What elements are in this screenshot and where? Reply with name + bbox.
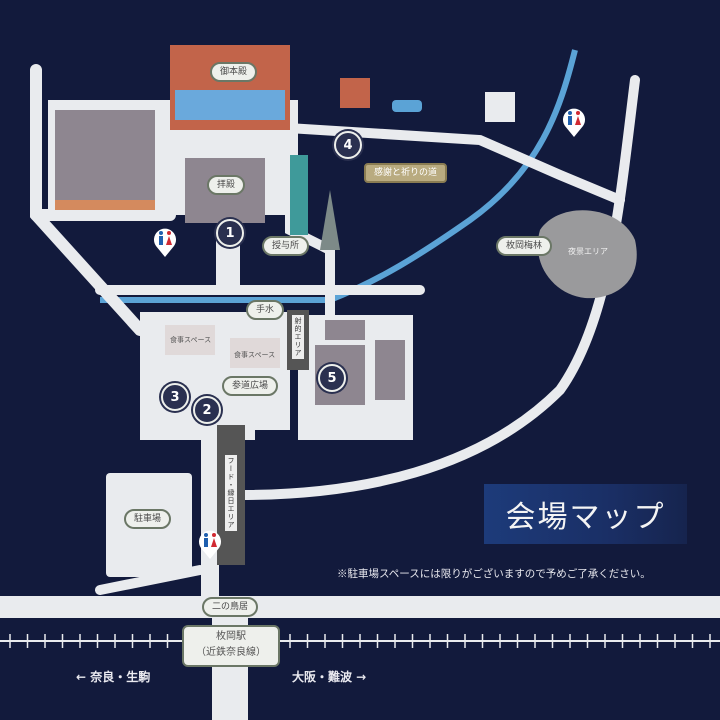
left-building-base bbox=[55, 200, 155, 210]
tree bbox=[320, 190, 340, 250]
teal-tower bbox=[290, 155, 308, 235]
marker-4[interactable]: 4 bbox=[334, 131, 362, 159]
path-label: 感謝と祈りの道 bbox=[364, 163, 448, 183]
night-view-label: 夜景エリア bbox=[568, 247, 608, 256]
ni-no-torii-label: 二の鳥居 bbox=[202, 597, 259, 617]
dining-space-2-area bbox=[230, 338, 280, 368]
dining-space-1-label: 食事スペース bbox=[170, 336, 212, 344]
dining-space-1-area bbox=[165, 325, 215, 355]
east-shrine bbox=[485, 92, 515, 122]
marker-2[interactable]: 2 bbox=[193, 396, 221, 424]
parking-label: 駐車場 bbox=[124, 509, 172, 529]
toilet-icon[interactable] bbox=[197, 528, 223, 560]
station-line: （近鉄奈良線） bbox=[196, 647, 266, 658]
sando-plaza-label: 参道広場 bbox=[222, 376, 279, 396]
haiden-label: 拝殿 bbox=[207, 175, 246, 195]
toilet-icon[interactable] bbox=[152, 226, 178, 258]
dining-space-2-label: 食事スペース bbox=[234, 351, 276, 359]
marker-1[interactable]: 1 bbox=[216, 219, 244, 247]
small-shrine bbox=[340, 78, 370, 108]
direction-west: ← 奈良・生駒 bbox=[76, 670, 151, 684]
juyosho-label: 授与所 bbox=[262, 236, 310, 256]
left-building bbox=[55, 110, 155, 200]
marker-5[interactable]: 5 bbox=[318, 364, 346, 392]
main-road bbox=[0, 596, 720, 618]
station-label: 枚岡駅 （近鉄奈良線） bbox=[182, 625, 280, 667]
railway-ties bbox=[9, 634, 711, 648]
shooting-area-label: 射的エリア bbox=[292, 315, 304, 359]
direction-east: 大阪・難波 → bbox=[292, 670, 367, 684]
station-name: 枚岡駅 bbox=[216, 631, 246, 642]
page-title: 会場マップ bbox=[505, 500, 666, 535]
title-box: 会場マップ bbox=[484, 484, 687, 544]
building-5a bbox=[325, 320, 365, 340]
pond bbox=[392, 100, 422, 112]
parking-note: ※駐車場スペースには限りがございますので予めご了承ください。 bbox=[337, 568, 651, 580]
toilet-icon[interactable] bbox=[561, 106, 587, 138]
marker-3[interactable]: 3 bbox=[161, 383, 189, 411]
honden-windows bbox=[175, 90, 285, 120]
building-5c bbox=[375, 340, 405, 400]
plum-grove-label: 枚岡梅林 bbox=[496, 236, 553, 256]
night-view-area bbox=[537, 210, 637, 299]
honden-label: 御本殿 bbox=[210, 62, 258, 82]
temizu-label: 手水 bbox=[246, 300, 285, 320]
river bbox=[100, 49, 578, 303]
food-area-label: フード・縁日エリア bbox=[225, 455, 237, 531]
